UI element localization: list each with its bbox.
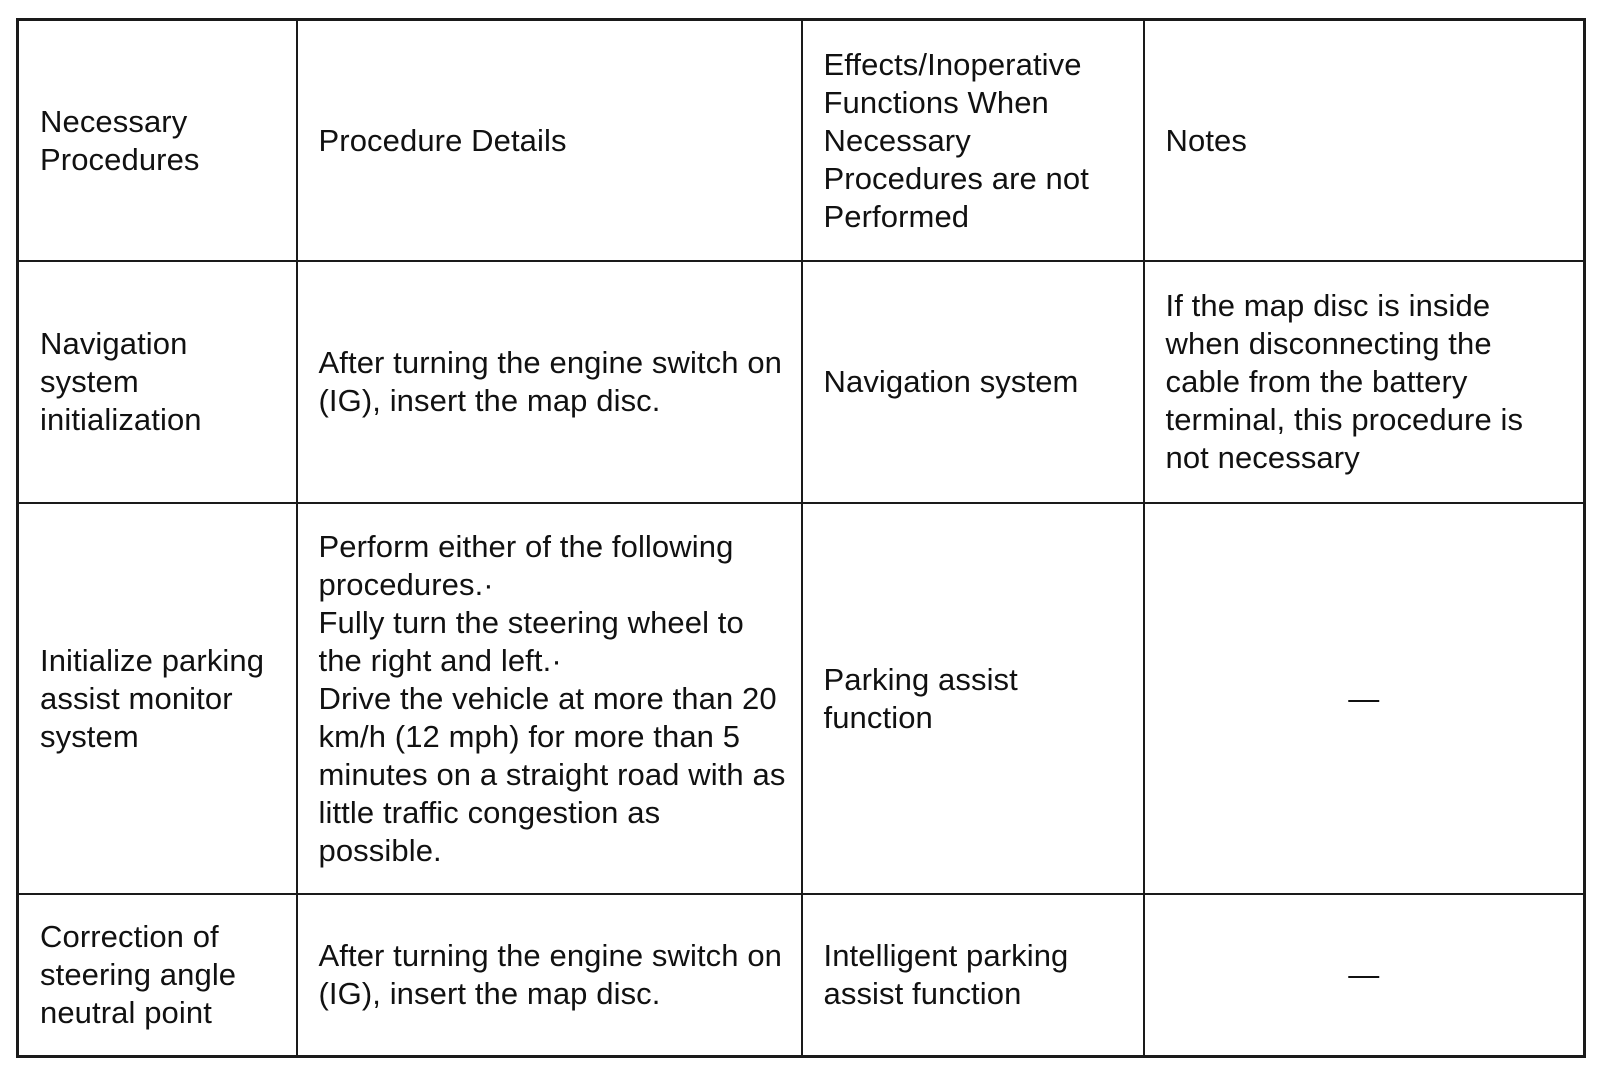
procedures-table-container: Necessary Procedures Procedure Details E… — [16, 18, 1586, 1058]
procedure-cell: Initialize parking assist monitor system — [16, 502, 298, 895]
details-line: Perform either of the following procedur… — [318, 528, 734, 602]
procedure-cell: Navigation system initialization — [16, 260, 298, 505]
table-row: Navigation system initialization After t… — [16, 260, 1586, 505]
details-cell: Perform either of the following procedur… — [295, 502, 803, 895]
details-line: Drive the vehicle at more than 20 km/h (… — [318, 680, 786, 868]
table-header-row: Necessary Procedures Procedure Details E… — [16, 18, 1586, 263]
details-cell: After turning the engine switch on (IG),… — [295, 260, 803, 505]
notes-cell: — — [1142, 502, 1586, 895]
details-line: After turning the engine switch on (IG),… — [318, 345, 783, 419]
table-row: Initialize parking assist monitor system… — [16, 502, 1586, 895]
notes-cell: If the map disc is inside when disconnec… — [1142, 260, 1586, 505]
procedure-cell: Correction of steering angle neutral poi… — [16, 892, 298, 1058]
header-necessary-procedures: Necessary Procedures — [16, 18, 298, 263]
header-notes: Notes — [1142, 18, 1586, 263]
effects-cell: Intelligent parking assist function — [800, 892, 1145, 1058]
effects-cell: Parking assist function — [800, 502, 1145, 895]
header-effects: Effects/Inoperative Functions When Neces… — [800, 18, 1145, 263]
table-row: Correction of steering angle neutral poi… — [16, 892, 1586, 1058]
header-procedure-details: Procedure Details — [295, 18, 803, 263]
details-line: Fully turn the steering wheel to the rig… — [318, 604, 744, 678]
effects-cell: Navigation system — [800, 260, 1145, 505]
procedures-table: Necessary Procedures Procedure Details E… — [16, 18, 1586, 1058]
details-cell: After turning the engine switch on (IG),… — [295, 892, 803, 1058]
notes-cell: — — [1142, 892, 1586, 1058]
details-line: After turning the engine switch on (IG),… — [318, 937, 783, 1011]
